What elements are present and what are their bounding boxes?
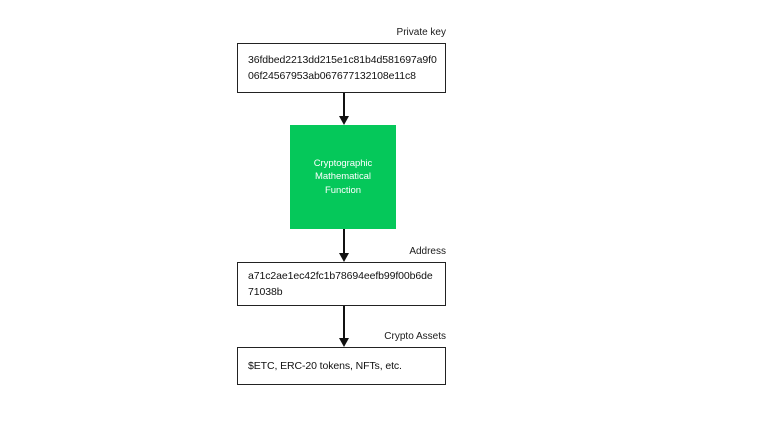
address-box: a71c2ae1ec42fc1b78694eefb99f00b6de71038b xyxy=(237,262,446,306)
function-line-3: Function xyxy=(324,184,362,196)
function-line-1: Cryptographic xyxy=(313,157,373,169)
address-value: a71c2ae1ec42fc1b78694eefb99f00b6de71038b xyxy=(248,270,433,298)
private-key-label: Private key xyxy=(396,27,446,38)
arrow-function-to-address xyxy=(337,229,351,262)
arrow-shaft xyxy=(343,229,345,254)
crypto-assets-box: $ETC, ERC-20 tokens, NFTs, etc. xyxy=(237,347,446,385)
arrowhead-icon xyxy=(339,116,349,125)
arrowhead-icon xyxy=(339,253,349,262)
crypto-assets-label: Crypto Assets xyxy=(384,331,446,342)
private-key-value: 36fdbed2213dd215e1c81b4d581697a9f006f245… xyxy=(248,54,437,82)
function-line-2: Mathematical xyxy=(315,171,371,183)
arrow-private-key-to-function xyxy=(337,93,351,125)
cryptographic-function-label: Cryptographic Mathematical Function xyxy=(308,157,379,198)
arrowhead-icon xyxy=(339,338,349,347)
arrow-address-to-assets xyxy=(337,306,351,347)
private-key-box: 36fdbed2213dd215e1c81b4d581697a9f006f245… xyxy=(237,43,446,93)
cryptographic-function-box: Cryptographic Mathematical Function xyxy=(290,125,396,229)
arrow-shaft xyxy=(343,306,345,339)
arrow-shaft xyxy=(343,93,345,117)
crypto-assets-value: $ETC, ERC-20 tokens, NFTs, etc. xyxy=(248,360,402,372)
address-label: Address xyxy=(409,246,446,257)
